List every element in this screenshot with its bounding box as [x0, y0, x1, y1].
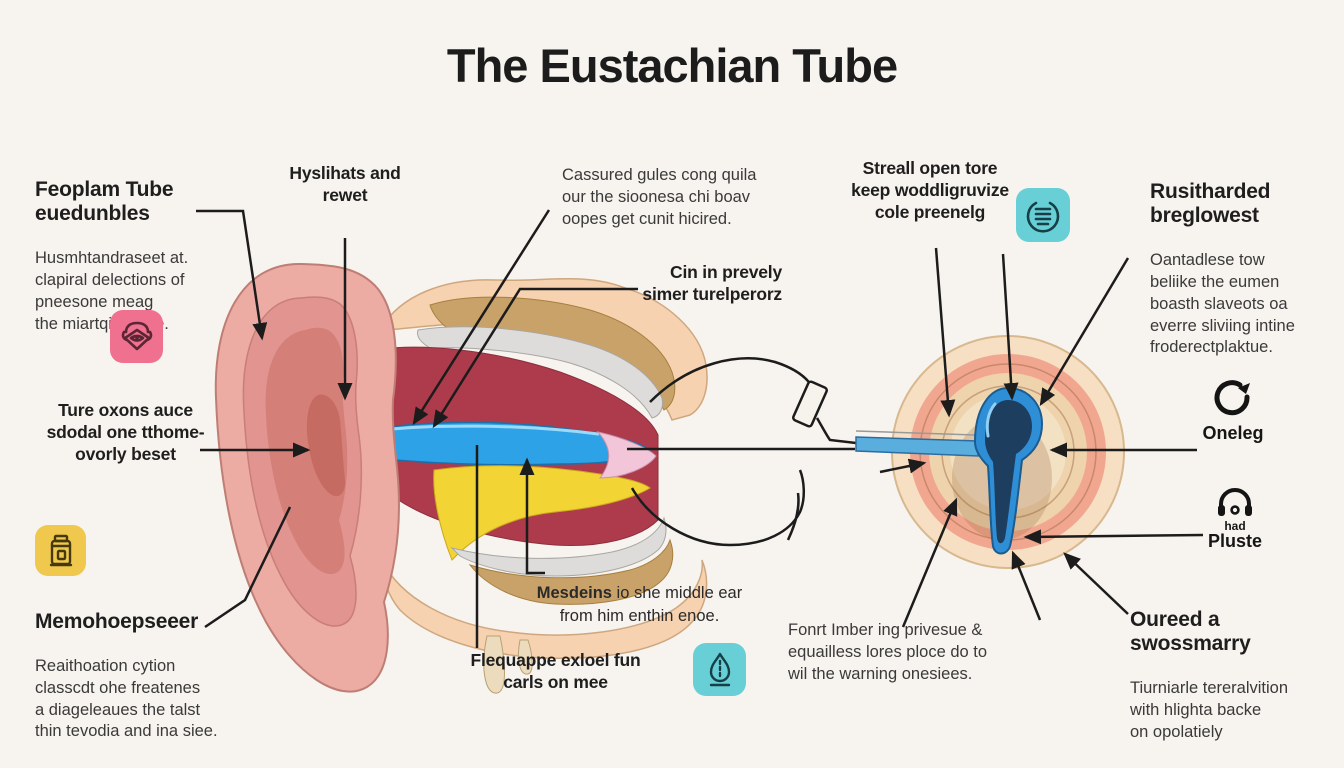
leader-lines	[196, 209, 1204, 648]
malleus-funnel-inner	[985, 400, 1032, 544]
label-feoplam: Feoplam Tube euedunbles Husmhtandraseet …	[35, 160, 270, 353]
leader-fonrt-1	[901, 497, 958, 628]
bottle-badge	[35, 525, 86, 576]
head-outline-bottom-inner	[786, 492, 800, 541]
list-circle-badge	[1016, 188, 1070, 242]
leader-inlet-arrow	[879, 458, 927, 474]
label-oureed-body: Tiurniarle tereralvition with hlighta ba…	[1130, 679, 1289, 741]
pink-cone	[596, 431, 657, 479]
tube-highlight	[370, 424, 600, 436]
pluste-label: Pluste	[1207, 531, 1263, 551]
label-memohoepseeer-heading: Memohoepseeer	[35, 610, 199, 633]
label-streall: Streall open tore keep woddligruvize col…	[851, 158, 1009, 222]
label-flequappe: Flequappe exloel fun carls on mee	[470, 650, 641, 692]
leader-fonrt-2	[1011, 550, 1042, 621]
connector-outline	[627, 357, 857, 547]
leader-feoplam	[196, 209, 268, 341]
label-mesdeins-bold: Mesdeins	[536, 584, 612, 603]
canal-lining-top	[417, 326, 663, 419]
label-oureed: Oureed a swossmarry Tiurniarle tereralvi…	[1130, 590, 1330, 762]
droplet-icon	[709, 652, 730, 686]
label-mesdeins-rest: io she middle ear from him enthin enoe.	[559, 584, 743, 625]
label-feoplam-heading: Feoplam Tube euedunbles	[35, 178, 174, 226]
droplet-badge	[693, 643, 746, 696]
head-outline-top	[649, 357, 818, 403]
label-hyslihats: Hyslihats and rewet	[289, 163, 401, 205]
canal-lining-bottom	[450, 516, 667, 577]
bone-bottom-layer	[468, 538, 674, 605]
label-memohoepseeer-body: Reaithoation cytion classcdt ohe freaten…	[35, 657, 218, 741]
leader-cassured	[412, 209, 551, 426]
label-rusitharded: Rusitharded breglowest Oantadlese tow be…	[1150, 162, 1340, 377]
drip-shape	[483, 635, 505, 694]
ear-canal-cross-section	[353, 278, 708, 694]
tube-yellow	[433, 465, 651, 561]
label-cin: Cin in prevely simer turelperorz	[642, 262, 782, 304]
tympanic-membrane-view	[855, 335, 1125, 569]
label-rusitharded-body: Oantadlese tow beliike the eumen boasth …	[1150, 251, 1295, 357]
funnel-highlight	[985, 402, 997, 438]
label-memohoepseeer: Memohoepseeer Reaithoation cytion classc…	[35, 592, 270, 761]
concha	[306, 394, 346, 497]
leader-rusitharded	[1039, 257, 1130, 407]
label-rusitharded-heading: Rusitharded breglowest	[1150, 180, 1271, 228]
ear-icon	[121, 321, 152, 350]
label-oureed-heading: Oureed a swossmarry	[1130, 608, 1251, 656]
drip-shape	[517, 639, 533, 675]
head-outline-bottom	[630, 469, 805, 547]
label-fonrt: Fonrt Imber ing privesue & equailless lo…	[788, 621, 988, 683]
bottle-icon	[49, 534, 72, 566]
label-cassured: Cassured gules cong quila our the sioone…	[562, 166, 757, 228]
leader-pluste	[1023, 529, 1204, 545]
leader-mesdeins	[519, 457, 545, 575]
pluste-small-label: had	[1224, 519, 1246, 533]
leader-memohoepseeer	[204, 506, 292, 629]
leader-cin	[432, 287, 638, 429]
label-ture: Ture oxons auce sdodal one tthome- ovorl…	[46, 400, 205, 464]
leader-oureed	[1063, 552, 1129, 615]
inlet-tube-blue	[855, 436, 979, 457]
flesh-bottom-layer	[381, 559, 708, 660]
page-title: The Eustachian Tube	[446, 39, 898, 92]
pluste-block: had Pluste	[1192, 488, 1278, 551]
device-drop-line	[815, 417, 857, 445]
pressure-device	[792, 380, 828, 428]
ear-badge	[110, 310, 163, 363]
headphones-icon	[1218, 488, 1252, 516]
label-mesdeins: Mesdeins io she middle ear from him enth…	[527, 560, 752, 627]
leader-streall-1	[934, 247, 956, 418]
leader-streall-2	[1001, 253, 1019, 401]
list-circle-icon	[1026, 201, 1060, 233]
inlet-tube-gray-line	[855, 430, 976, 436]
refresh-icon	[1214, 380, 1250, 416]
oneleg-block: Oneleg	[1190, 376, 1276, 443]
oneleg-label: Oneleg	[1202, 423, 1264, 443]
